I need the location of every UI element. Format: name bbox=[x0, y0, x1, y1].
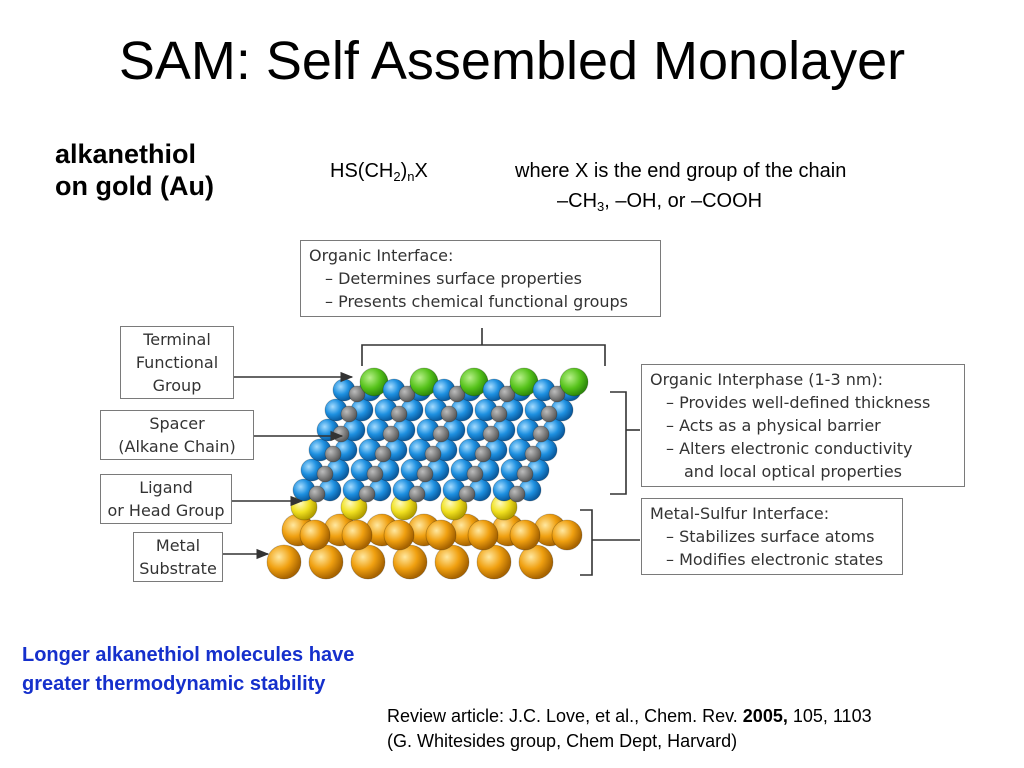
carbon-atom bbox=[458, 485, 476, 503]
interphase-item-3: – Alters electronic conductivity bbox=[666, 439, 913, 458]
organic-interface-title: Organic Interface: bbox=[309, 246, 454, 265]
formula-subscript-n: n bbox=[407, 169, 415, 184]
metal-sulfur-item-2: – Modifies electronic states bbox=[666, 550, 884, 569]
spacer-label-line-1: Spacer bbox=[149, 414, 205, 433]
citation-line-2: (G. Whitesides group, Chem Dept, Harvard… bbox=[387, 731, 738, 751]
gold-atom bbox=[551, 519, 583, 551]
gold-atom bbox=[509, 519, 541, 551]
carbon-atom bbox=[532, 425, 550, 443]
citation-prefix: Review article: J.C. Love, et al., Chem.… bbox=[387, 706, 743, 726]
carbon-atom bbox=[348, 385, 366, 403]
end-group-description: where X is the end group of the chain bbox=[515, 160, 847, 182]
end-group-options: –CH3, –OH, or –COOH bbox=[557, 190, 762, 213]
carbon-atom bbox=[548, 385, 566, 403]
carbon-atom bbox=[390, 405, 408, 423]
carbon-atom bbox=[424, 445, 442, 463]
carbon-atom bbox=[398, 385, 416, 403]
gold-atom bbox=[299, 519, 331, 551]
citation: Review article: J.C. Love, et al., Chem.… bbox=[387, 704, 872, 754]
carbon-atom bbox=[374, 445, 392, 463]
terminal-label-line-3: Group bbox=[152, 376, 202, 395]
gold-atom bbox=[266, 544, 302, 580]
metal-substrate-label: Metal Substrate bbox=[133, 532, 223, 582]
formula-mid: ) bbox=[400, 160, 408, 182]
interphase-item-3-continued: and local optical properties bbox=[684, 462, 902, 481]
carbon-atom bbox=[358, 485, 376, 503]
carbon-atom bbox=[382, 425, 400, 443]
organic-interface-item-2: – Presents chemical functional groups bbox=[325, 292, 628, 311]
subheading-line-2: on gold (Au) bbox=[55, 171, 214, 201]
chemical-formula: HS(CH2)nX bbox=[330, 160, 428, 183]
carbon-atom bbox=[540, 405, 558, 423]
carbon-atom bbox=[340, 405, 358, 423]
organic-interface-box: Organic Interface: – Determines surface … bbox=[300, 240, 661, 317]
carbon-atom bbox=[324, 445, 342, 463]
end-group-suffix: , –OH, or –COOH bbox=[604, 190, 763, 212]
carbon-atom bbox=[432, 425, 450, 443]
formula-suffix: X bbox=[414, 160, 428, 182]
subheading-line-1: alkanethiol bbox=[55, 139, 197, 169]
carbon-atom bbox=[474, 445, 492, 463]
terminal-group-atom bbox=[559, 367, 589, 397]
organic-interphase-box: Organic Interphase (1-3 nm): – Provides … bbox=[641, 364, 965, 487]
subheading: alkanethiol on gold (Au) bbox=[55, 138, 214, 202]
spacer-label: Spacer (Alkane Chain) bbox=[100, 410, 254, 460]
terminal-label-line-1: Terminal bbox=[143, 330, 211, 349]
carbon-atom bbox=[416, 465, 434, 483]
gold-atom bbox=[467, 519, 499, 551]
metal-sulfur-bracket bbox=[580, 509, 593, 576]
stability-note: Longer alkanethiol molecules have greate… bbox=[22, 644, 355, 695]
gold-atom bbox=[341, 519, 373, 551]
terminal-group-label: Terminal Functional Group bbox=[120, 326, 234, 399]
connector-lines bbox=[223, 328, 640, 576]
end-group-subscript: 3 bbox=[597, 199, 605, 214]
spacer-label-line-2: (Alkane Chain) bbox=[118, 437, 236, 456]
metal-label-line-2: Substrate bbox=[139, 559, 217, 578]
metal-label-line-1: Metal bbox=[155, 536, 201, 555]
carbon-atom bbox=[498, 385, 516, 403]
carbon-atom bbox=[490, 405, 508, 423]
metal-sulfur-interface-box: Metal-Sulfur Interface: – Stabilizes sur… bbox=[641, 498, 903, 575]
carbon-atom bbox=[466, 465, 484, 483]
molecule-layer bbox=[266, 367, 589, 580]
interphase-bracket bbox=[610, 391, 627, 495]
interphase-item-1: – Provides well-defined thickness bbox=[666, 393, 931, 412]
citation-year: 2005, bbox=[742, 706, 788, 726]
end-group-prefix: –CH bbox=[557, 190, 598, 212]
terminal-label-line-2: Functional bbox=[135, 353, 219, 372]
formula-prefix: HS(CH bbox=[330, 160, 394, 182]
carbon-atom bbox=[366, 465, 384, 483]
metal-sulfur-title: Metal-Sulfur Interface: bbox=[650, 504, 830, 523]
carbon-atom bbox=[448, 385, 466, 403]
top-bracket bbox=[361, 344, 606, 366]
ligand-label: Ligand or Head Group bbox=[100, 474, 232, 524]
interphase-title: Organic Interphase (1-3 nm): bbox=[650, 370, 884, 389]
carbon-atom bbox=[332, 425, 350, 443]
carbon-atom bbox=[524, 445, 542, 463]
carbon-atom bbox=[308, 485, 326, 503]
organic-interface-item-1: – Determines surface properties bbox=[325, 269, 582, 288]
carbon-atom bbox=[316, 465, 334, 483]
carbon-atom bbox=[516, 465, 534, 483]
formula-subscript-2: 2 bbox=[393, 169, 401, 184]
carbon-atom bbox=[440, 405, 458, 423]
interphase-item-2: – Acts as a physical barrier bbox=[666, 416, 881, 435]
citation-suffix: 105, 1103 bbox=[787, 706, 872, 726]
carbon-atom bbox=[482, 425, 500, 443]
slide-title: SAM: Self Assembled Monolayer bbox=[118, 31, 906, 91]
gold-atom bbox=[425, 519, 457, 551]
ligand-label-line-2: or Head Group bbox=[107, 501, 225, 520]
carbon-atom bbox=[508, 485, 526, 503]
metal-sulfur-item-1: – Stabilizes surface atoms bbox=[666, 527, 875, 546]
gold-atom bbox=[383, 519, 415, 551]
ligand-label-line-1: Ligand bbox=[139, 478, 193, 497]
citation-line-1: Review article: J.C. Love, et al., Chem.… bbox=[387, 704, 872, 729]
carbon-atom bbox=[408, 485, 426, 503]
